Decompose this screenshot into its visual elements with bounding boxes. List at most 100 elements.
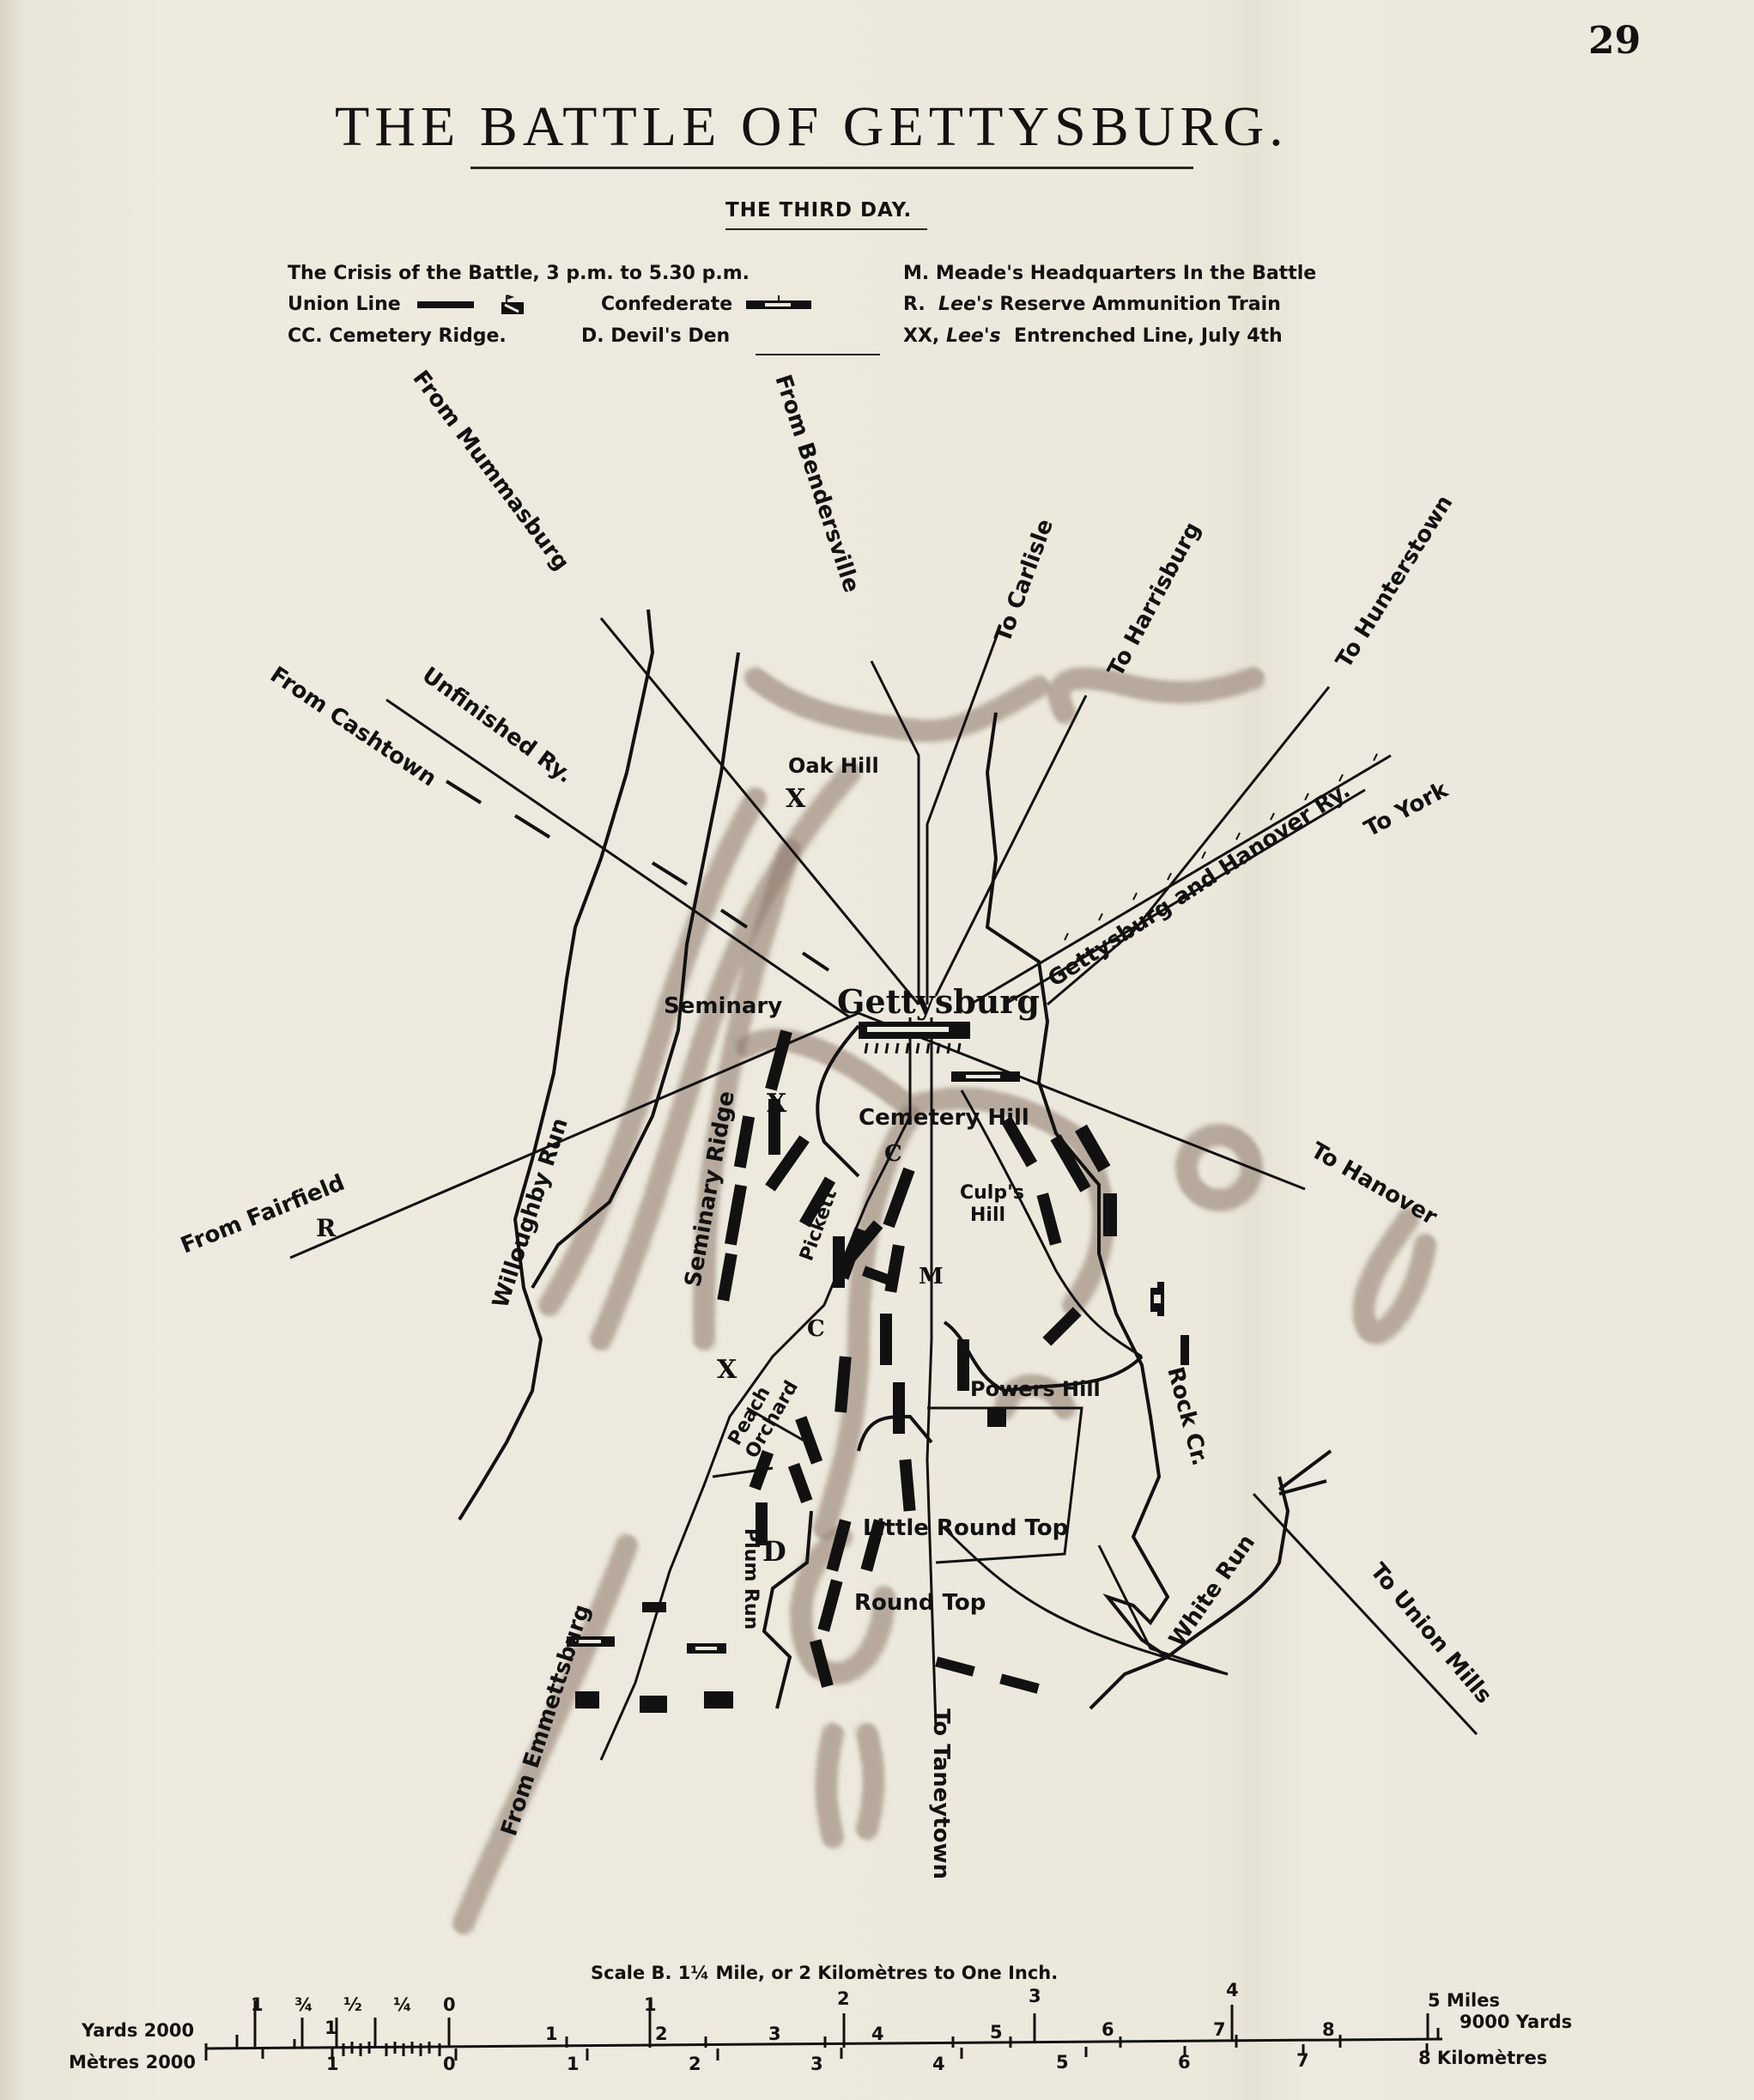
- legend-confederate-label: Confederate: [601, 294, 733, 315]
- road-from-bendersville: [870, 660, 920, 1004]
- label-oak-hill: Oak Hill: [788, 754, 879, 778]
- scale-mile-tick: 4: [1226, 1980, 1239, 2000]
- oak-hill-ridge: [744, 667, 1050, 743]
- road-to-hunterstown: [1047, 686, 1331, 1006]
- legend-confederate: Confederate: [601, 294, 811, 316]
- scale-mile-tick: ¾: [294, 1994, 313, 2015]
- label-meade-hq: M: [919, 1264, 944, 1290]
- white-run-branches: [1278, 1449, 1332, 1496]
- willoughby-run: [458, 609, 655, 1521]
- legend-devils-den: D. Devil's Den: [581, 325, 731, 347]
- scale-yard-tick: 1: [545, 2024, 558, 2044]
- label-x-seminary: X: [767, 1089, 787, 1119]
- subtitle-rule: [725, 228, 927, 230]
- label-cemetery-hill: Cemetery Hill: [859, 1105, 1029, 1131]
- label-culps-hill: Hill: [970, 1205, 1005, 1226]
- south-hill-shade: [815, 1723, 885, 1848]
- scale-mile-tick: 3: [1029, 1986, 1041, 2006]
- scale-mile-tick: 1: [251, 1994, 264, 2015]
- scale-yards-label: Yards 2000: [82, 2020, 195, 2041]
- legend-r-italic: Lee's: [938, 294, 993, 315]
- scale-km-tick: 4: [932, 2054, 945, 2074]
- road-to-harrisburg: [934, 695, 1088, 997]
- union-line-icon: [417, 301, 475, 308]
- plum-run: [762, 1510, 813, 1709]
- label-round-top: Round Top: [854, 1590, 986, 1616]
- confederate-line: [642, 1602, 666, 1612]
- legend-reserve-ammunition: R. Lee's Reserve Ammunition Train: [903, 294, 1281, 315]
- road-south: [1097, 1545, 1229, 1676]
- legend-union-line: Union Line: [288, 294, 525, 316]
- scale-km-tick: 7: [1296, 2050, 1309, 2071]
- scale-yard-tick: 3: [768, 2024, 781, 2044]
- emmettsburg-ridge-shade: [452, 1534, 638, 1934]
- road-baltimore-pike: [960, 1089, 1143, 1358]
- scale-km-tick: 5: [1056, 2052, 1069, 2073]
- scale-yard-tick: 7: [1213, 2019, 1226, 2040]
- hill-horseshoe-east: [1352, 1208, 1436, 1344]
- rock-creek: [985, 712, 1172, 1710]
- scale-yard-tick: 9000 Yards: [1460, 2012, 1573, 2032]
- scale-yard-tick: 8: [1322, 2019, 1335, 2040]
- page-subtitle: THE THIRD DAY.: [725, 199, 913, 222]
- legend-r-suffix: Reserve Ammunition Train: [999, 294, 1281, 315]
- scale-km-tick: 1: [326, 2054, 339, 2074]
- scale-km-tick: 3: [810, 2054, 823, 2074]
- ridge-northeast: [1048, 667, 1265, 724]
- legend-rule: [756, 354, 880, 355]
- stream-little-round-top: [857, 1414, 933, 1452]
- label-x-south: X: [717, 1355, 737, 1385]
- label-little-round-top: Little Round Top: [863, 1515, 1068, 1541]
- roads: [289, 617, 1478, 1761]
- scale-yard-tick: 4: [871, 2024, 884, 2044]
- scale-yard-tick: 6: [1102, 2019, 1114, 2040]
- label-reserve-ammunition: R: [316, 1214, 337, 1242]
- road-from-fairfield: [289, 1011, 859, 1259]
- page-title: THE BATTLE OF GETTYSBURG.: [335, 95, 1289, 158]
- road-from-mummasburg: [599, 617, 920, 1005]
- scale-yard-tick: 5: [990, 2022, 1003, 2042]
- streams: [458, 609, 1332, 1710]
- willoughby-run-branch: [531, 652, 740, 1290]
- label-seminary: Seminary: [664, 993, 782, 1019]
- confederate-line-icon: [745, 294, 811, 316]
- road-to-taneytown: [926, 1017, 938, 1727]
- label-culps: Culp's: [960, 1182, 1024, 1204]
- railway-ties: [1064, 753, 1378, 941]
- road-to-carlisle: [926, 626, 1002, 1004]
- cemetery-culps-shade: [736, 1029, 1114, 1316]
- label-plum-run: Plum Run: [740, 1528, 762, 1630]
- scale-mile-tick: ¼: [393, 1994, 412, 2015]
- road-to-york: [1004, 788, 1366, 1006]
- union-battery: [987, 1408, 1006, 1427]
- scale-km-tick: 2: [689, 2054, 701, 2074]
- label-x-oak-hill: X: [786, 784, 806, 814]
- seminary-ridge-shade-2: [538, 787, 767, 1316]
- legend-meade-hq: M. Meade's Headquarters In the Battle: [903, 263, 1317, 284]
- scale-mile-tick: ½: [343, 1994, 362, 2015]
- legend-entrenched-line: XX, Lee's Entrenched Line, July 4th: [903, 325, 1283, 347]
- seminary-ridge-shade-1: [590, 762, 861, 1350]
- legend-union-label: Union Line: [288, 294, 401, 315]
- road-from-cashtown: [385, 698, 851, 1019]
- white-run: [1166, 1476, 1290, 1659]
- legend-crisis: The Crisis of the Battle, 3 p.m. to 5.30…: [288, 263, 750, 284]
- hill-shading: [452, 667, 1436, 1934]
- scale-mile-tick: 2: [837, 1988, 850, 2009]
- powers-hill-shade: [993, 1374, 1076, 1419]
- legend-r-prefix: R.: [903, 294, 926, 315]
- page-number: 29: [1588, 19, 1642, 63]
- scale-km-tick: 1: [567, 2054, 580, 2074]
- confederate-battery: [575, 1691, 599, 1709]
- unfinished-railway: [445, 780, 830, 972]
- union-battery-icon: [500, 294, 525, 316]
- legend-xx-suffix: Entrenched Line, July 4th: [1013, 325, 1283, 347]
- scale-yard-tick: 2: [655, 2024, 668, 2044]
- road-to-hanover: [858, 1011, 1306, 1191]
- round-top-shade: [790, 1526, 895, 1684]
- label-powers-hill: Powers Hill: [970, 1377, 1101, 1401]
- legend-cemetery-ridge: CC. Cemetery Ridge.: [288, 325, 507, 347]
